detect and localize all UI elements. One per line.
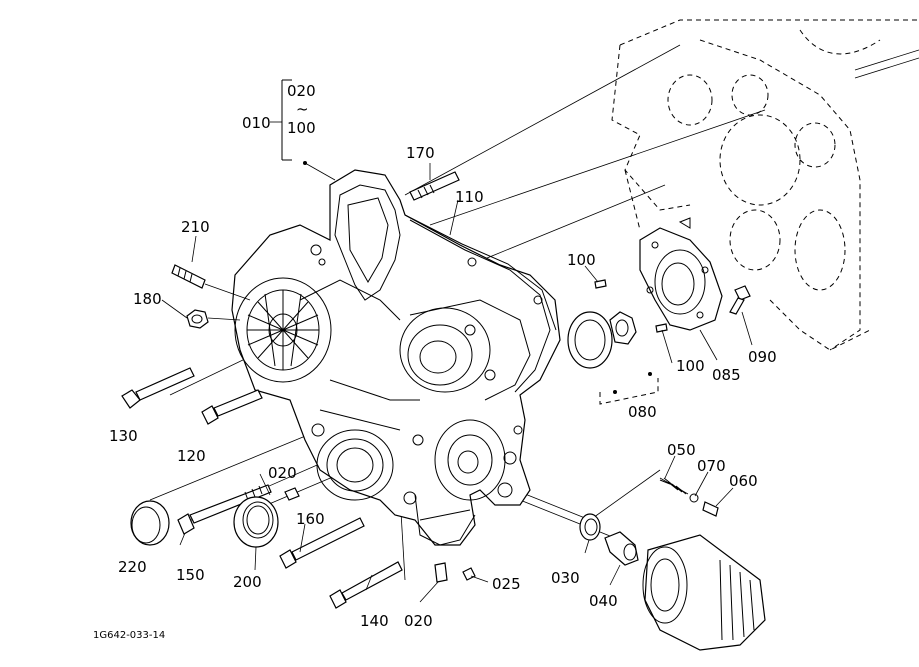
label-180: 180 <box>133 290 162 308</box>
bracket-010 <box>270 79 336 181</box>
engine-block-outline <box>611 19 919 351</box>
label-110: 110 <box>455 188 484 206</box>
label-020-mid: 020 <box>268 464 297 482</box>
label-210: 210 <box>181 218 210 236</box>
label-090: 090 <box>748 348 777 366</box>
bolt-160 <box>279 517 365 569</box>
label-010: 010 <box>242 114 271 132</box>
gear-case <box>231 169 561 546</box>
part-labels: 010 020 ~ 100 170 110 210 180 130 120 02… <box>93 82 777 641</box>
screw-090 <box>729 285 751 315</box>
label-100-lower: 100 <box>676 357 705 375</box>
label-220: 220 <box>118 558 147 576</box>
pump-cover-085 <box>639 227 723 331</box>
bolt-140 <box>329 561 403 609</box>
label-160: 160 <box>296 510 325 528</box>
plug-220 <box>130 500 170 546</box>
stud-210 <box>171 264 251 301</box>
oil-pump-rotor-080 <box>567 279 668 405</box>
label-100-top: 100 <box>287 119 316 137</box>
label-120: 120 <box>177 447 206 465</box>
relief-valve-parts <box>659 477 719 517</box>
oil-seal-200 <box>233 496 279 548</box>
fitting-040 <box>604 531 639 566</box>
leader-lines <box>161 163 753 603</box>
label-085: 085 <box>712 366 741 384</box>
label-080: 080 <box>628 403 657 421</box>
label-040: 040 <box>589 592 618 610</box>
label-tilde: ~ <box>296 100 309 118</box>
label-070: 070 <box>697 457 726 475</box>
label-050: 050 <box>667 441 696 459</box>
label-020-bottom: 020 <box>404 612 433 630</box>
washer-030 <box>579 513 601 541</box>
stud-170 <box>409 171 460 201</box>
drawing-code: 1G642-033-14 <box>93 630 165 641</box>
bolt-130 <box>121 367 195 409</box>
oil-filter-cartridge <box>642 534 766 651</box>
bolt-150 <box>177 484 272 535</box>
label-100-right: 100 <box>567 251 596 269</box>
label-170: 170 <box>406 144 435 162</box>
label-200: 200 <box>233 573 262 591</box>
label-140: 140 <box>360 612 389 630</box>
bolt-120 <box>201 389 263 425</box>
nut-180 <box>186 309 241 329</box>
label-030: 030 <box>551 569 580 587</box>
plug-025 <box>462 567 476 581</box>
dowel-pins-020 <box>284 487 448 583</box>
label-060: 060 <box>729 472 758 490</box>
label-130: 130 <box>109 427 138 445</box>
label-020-top: 020 <box>287 82 316 100</box>
label-025: 025 <box>492 575 521 593</box>
label-150: 150 <box>176 566 205 584</box>
